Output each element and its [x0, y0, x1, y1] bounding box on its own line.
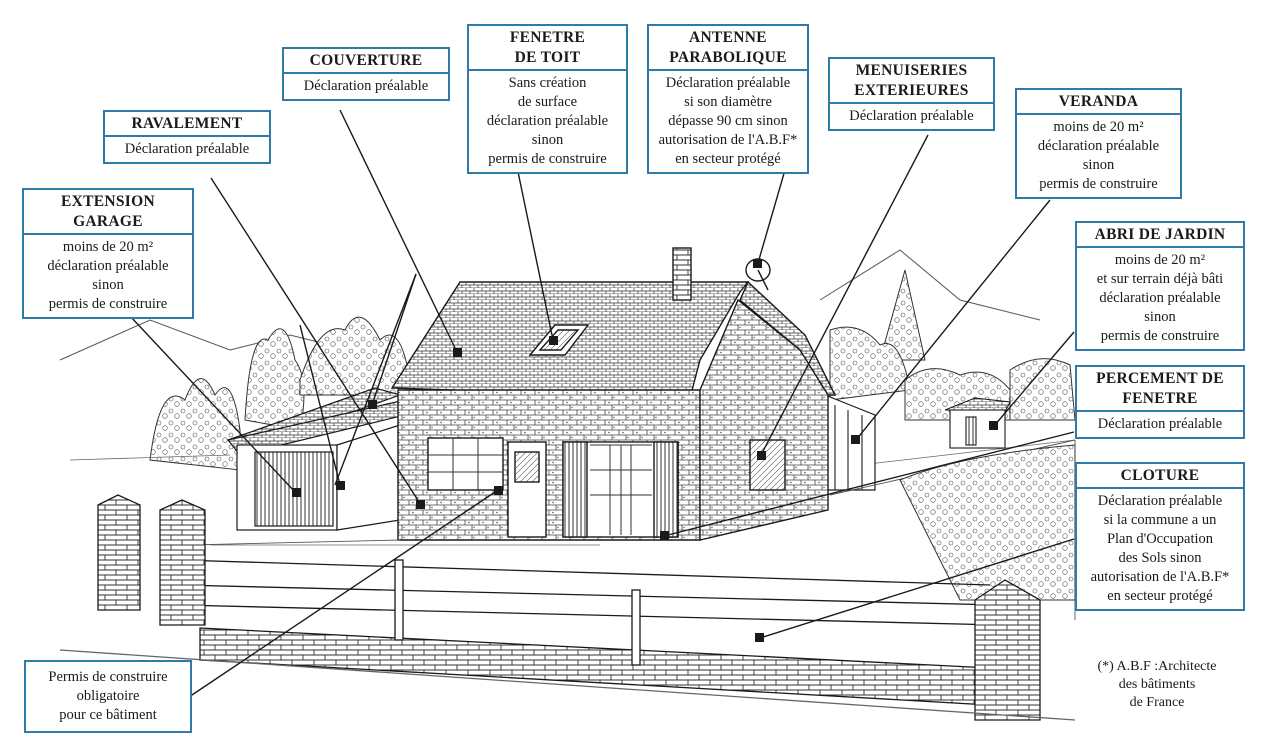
label-fenetre-de-toit: FENETRE DE TOIT Sans création de surface…: [467, 24, 628, 174]
marker-couverture: [453, 348, 462, 357]
label-percement-de-fenetre-desc: Déclaration préalable: [1097, 416, 1223, 432]
label-percement-de-fenetre-title: PERCEMENT DE FENETRE: [1077, 367, 1243, 412]
label-veranda: VERANDA moins de 20 m² déclaration préal…: [1015, 88, 1182, 199]
label-menuiseries-exterieures: MENUISERIES EXTERIEURES Déclaration préa…: [828, 57, 995, 131]
marker-percement: [660, 531, 669, 540]
label-permis-batiment: Permis de construire obligatoire pour ce…: [24, 660, 192, 733]
marker-fenetre-de-toit: [549, 336, 558, 345]
garden-shed: [944, 397, 1011, 449]
label-couverture-title: COUVERTURE: [284, 49, 448, 74]
label-abri-de-jardin-title: ABRI DE JARDIN: [1077, 223, 1243, 248]
marker-ravalement: [416, 500, 425, 509]
label-antenne-parabolique-title: ANTENNE PARABOLIQUE: [649, 26, 807, 71]
marker-menuiseries: [757, 451, 766, 460]
ground-lines: [69, 439, 1076, 546]
hedge: [899, 444, 1076, 601]
label-couverture-desc: Déclaration préalable: [303, 78, 429, 94]
label-cloture-desc: Déclaration préalable si la commune a un…: [1090, 493, 1230, 604]
marker-permis: [494, 486, 503, 495]
garage: [226, 387, 406, 531]
marker-cloture: [755, 633, 764, 642]
label-menuiseries-exterieures-desc: Déclaration préalable: [849, 108, 974, 124]
label-percement-de-fenetre: PERCEMENT DE FENETRE Déclaration préalab…: [1075, 365, 1245, 439]
marker-antenne: [753, 259, 762, 268]
marker-extension-garage: [292, 488, 301, 497]
label-veranda-desc: moins de 20 m² déclaration préalable sin…: [1037, 119, 1160, 192]
label-cloture-title: CLOTURE: [1077, 464, 1243, 489]
fence: [59, 494, 1076, 721]
label-veranda-title: VERANDA: [1017, 90, 1180, 115]
label-permis-batiment-desc: Permis de construire obligatoire pour ce…: [48, 669, 168, 723]
marker-veranda: [851, 435, 860, 444]
label-ravalement-title: RAVALEMENT: [105, 112, 269, 137]
footnote-abf: (*) A.B.F :Architecte des bâtiments de F…: [1097, 659, 1217, 710]
label-fenetre-de-toit-desc: Sans création de surface déclaration pré…: [486, 75, 609, 167]
label-extension-garage: EXTENSION GARAGE moins de 20 m² déclarat…: [22, 188, 194, 319]
label-extension-garage-desc: moins de 20 m² déclaration préalable sin…: [47, 239, 169, 312]
label-antenne-parabolique: ANTENNE PARABOLIQUE Déclaration préalabl…: [647, 24, 809, 174]
label-menuiseries-exterieures-title: MENUISERIES EXTERIEURES: [830, 59, 993, 104]
label-cloture: CLOTURE Déclaration préalable si la comm…: [1075, 462, 1245, 611]
label-ravalement: RAVALEMENT Déclaration préalable: [103, 110, 271, 164]
leader-markers: [292, 259, 998, 642]
marker-garage-roof: [368, 400, 377, 409]
leader-lines: [129, 109, 1075, 704]
label-abri-de-jardin: ABRI DE JARDIN moins de 20 m² et sur ter…: [1075, 221, 1245, 351]
label-fenetre-de-toit-title: FENETRE DE TOIT: [469, 26, 626, 71]
label-ravalement-desc: Déclaration préalable: [124, 141, 250, 157]
label-antenne-parabolique-desc: Déclaration préalable si son diamètre dé…: [658, 75, 798, 167]
main-house: [390, 247, 837, 541]
label-extension-garage-title: EXTENSION GARAGE: [24, 190, 192, 235]
marker-garage-side: [336, 481, 345, 490]
label-abri-de-jardin-desc: moins de 20 m² et sur terrain déjà bâti …: [1096, 252, 1224, 344]
veranda-structure: [824, 394, 876, 491]
marker-abri: [989, 421, 998, 430]
label-couverture: COUVERTURE Déclaration préalable: [282, 47, 450, 101]
